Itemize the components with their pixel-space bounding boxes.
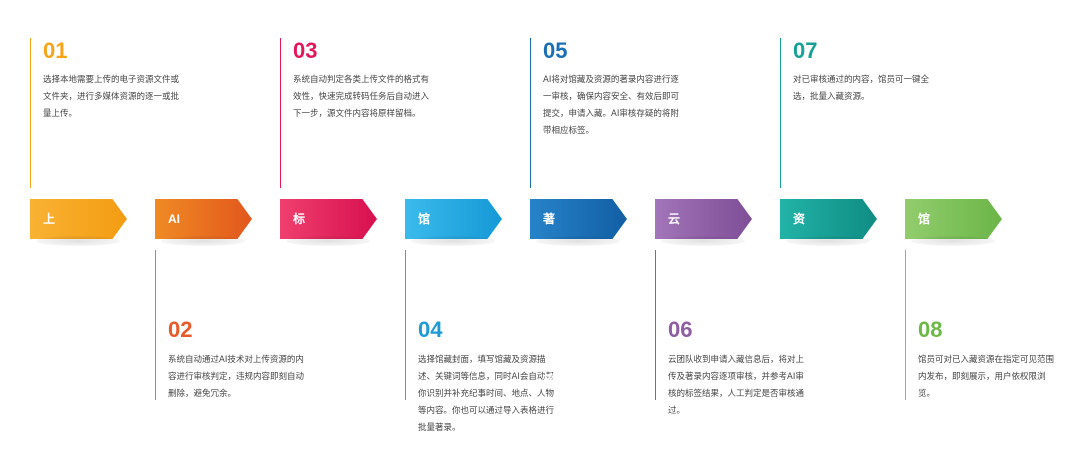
- step-arrow[interactable]: [30, 199, 127, 239]
- step-description: 馆员可对已入藏资源在指定可见范围内发布，即刻展示，用户依权限浏览。: [918, 355, 1055, 399]
- step-arrow[interactable]: [405, 199, 502, 239]
- step-arrow[interactable]: [780, 199, 877, 239]
- step-label: 云团队审核: [668, 212, 681, 386]
- step-description: 系统自动判定各类上传文件的格式有效性，快速完成转码任务后自动进入下一步，源文件内…: [293, 75, 430, 119]
- connector-line: [655, 250, 656, 400]
- step-label: 馆藏著录: [418, 212, 431, 346]
- step-number: 07: [793, 38, 818, 63]
- step-label: 著录AI审核: [543, 212, 556, 386]
- step-number: 01: [43, 38, 68, 63]
- connector-line: [155, 250, 156, 400]
- step-description: 云团队收到申请入藏信息后，将对上传及著录内容逐项审核，并参考AI审核的标签结果，…: [668, 355, 805, 416]
- connector-line: [905, 250, 906, 400]
- step-description: 系统自动通过AI技术对上传资源的内容进行审核判定，违规内容即刻自动删除，避免冗余…: [168, 355, 305, 399]
- step-label: AI审核: [168, 212, 181, 306]
- connector-line: [530, 38, 531, 188]
- step-arrow[interactable]: [905, 199, 1002, 239]
- step-description: 对已审核通过的内容，馆员可一键全选，批量入藏资源。: [793, 75, 930, 102]
- step-number: 04: [418, 317, 443, 342]
- connector-line: [30, 38, 31, 188]
- step-label: 馆藏发布: [918, 212, 931, 346]
- step-arrow[interactable]: [155, 199, 252, 239]
- connector-line: [280, 38, 281, 188]
- step-label: 标准转码: [293, 212, 306, 346]
- step-number: 06: [668, 317, 693, 342]
- connector-line: [405, 250, 406, 400]
- connector-line: [780, 38, 781, 188]
- step-label: 资源入藏: [793, 212, 806, 346]
- step-description: 选择本地需要上传的电子资源文件或文件夹，进行多媒体资源的逐一或批量上传。: [43, 75, 180, 119]
- step-number: 08: [918, 317, 943, 342]
- step-arrow[interactable]: [655, 199, 752, 239]
- step-arrow[interactable]: [530, 199, 627, 239]
- step-label: 上传资源: [43, 212, 56, 346]
- step-arrow[interactable]: [280, 199, 377, 239]
- step-number: 02: [168, 317, 193, 342]
- step-description: AI将对馆藏及资源的著录内容进行逐一审核，确保内容安全、有效后即可提交，申请入藏…: [543, 75, 680, 136]
- step-number: 03: [293, 38, 318, 63]
- step-number: 05: [543, 38, 568, 63]
- step-description: 选择馆藏封面，填写馆藏及资源描述、关键词等信息，同时AI会自动帮你识别并补充纪事…: [418, 355, 555, 433]
